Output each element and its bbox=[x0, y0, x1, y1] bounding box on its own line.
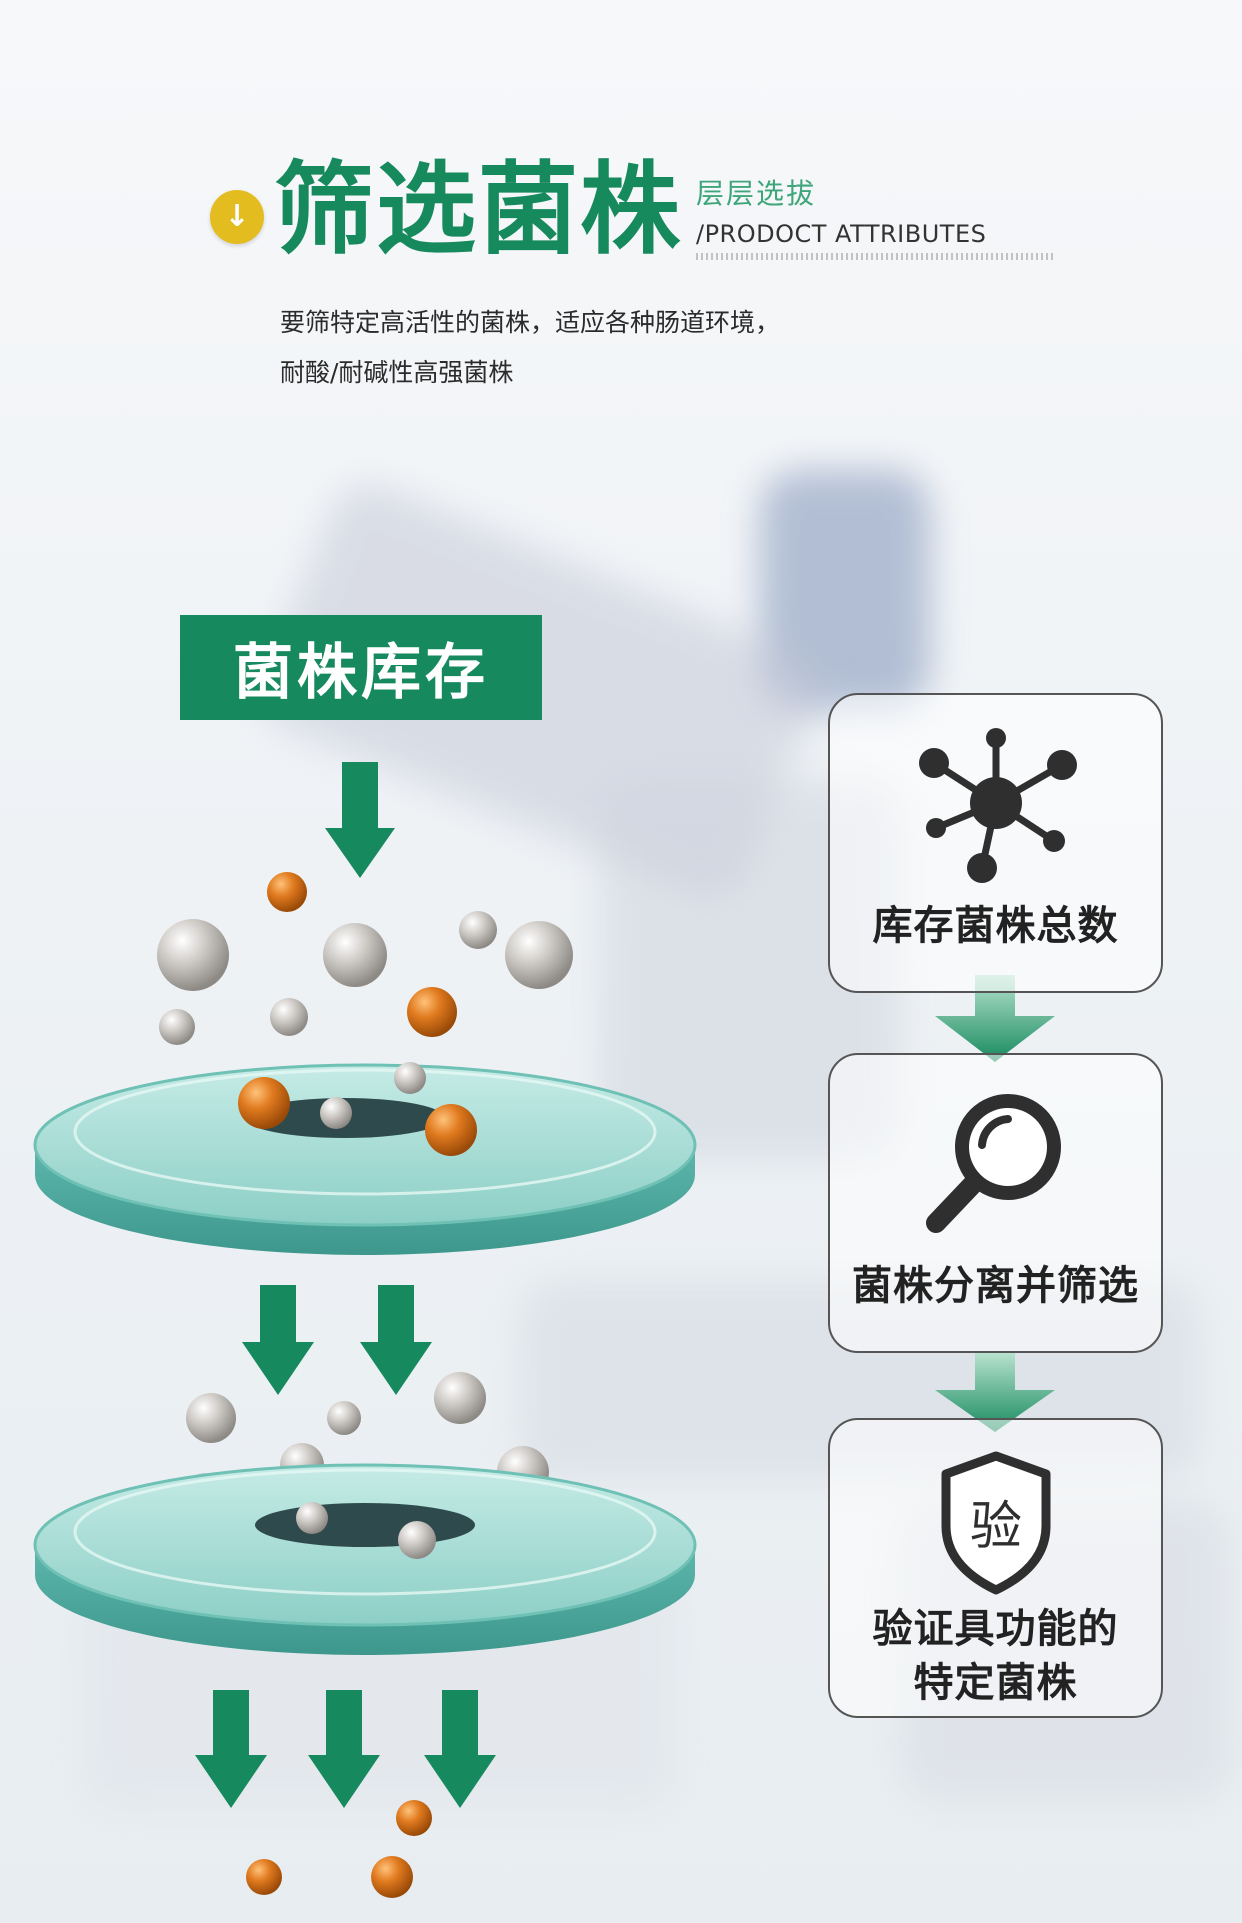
strain-ball bbox=[159, 1009, 195, 1045]
card-label-total: 库存菌株总数 bbox=[872, 903, 1119, 949]
page-title: 筛选菌株 bbox=[274, 151, 682, 268]
strain-ball bbox=[186, 1393, 236, 1443]
strain-ball bbox=[296, 1502, 328, 1534]
subtitle-en: /PRODOCT ATTRIBUTES bbox=[696, 220, 987, 248]
strain-ball bbox=[323, 923, 387, 987]
arrow-down-triple bbox=[195, 1690, 496, 1808]
card-arrow-1 bbox=[935, 975, 1055, 1062]
strain-ball bbox=[246, 1859, 282, 1895]
strain-ball bbox=[327, 1401, 361, 1435]
card-arrow-2 bbox=[935, 1352, 1055, 1432]
petri-dish-1 bbox=[33, 1063, 697, 1255]
strain-ball bbox=[238, 1077, 290, 1129]
strain-ball bbox=[320, 1097, 352, 1129]
strain-ball bbox=[396, 1800, 432, 1836]
arrow-down-1 bbox=[325, 762, 395, 878]
strain-ball bbox=[407, 987, 457, 1037]
card-isolate-screen: 菌株分离并筛选 bbox=[828, 1053, 1163, 1353]
subtitle-cn: 层层选拔 bbox=[696, 177, 817, 210]
strain-ball bbox=[434, 1372, 486, 1424]
section-header: ↓ 筛选菌株 层层选拔 /PRODOCT ATTRIBUTES bbox=[210, 150, 1070, 280]
description-line-1: 要筛特定高活性的菌株，适应各种肠道环境， bbox=[280, 308, 781, 337]
strain-ball bbox=[505, 921, 573, 989]
shield-icon: 验 bbox=[941, 1451, 1050, 1595]
strain-ball bbox=[270, 998, 308, 1036]
strain-ball bbox=[425, 1104, 477, 1156]
description: 要筛特定高活性的菌株，适应各种肠道环境， 耐酸/耐碱性高强菌株 bbox=[280, 298, 980, 398]
network-icon bbox=[918, 728, 1077, 883]
strain-ball bbox=[459, 911, 497, 949]
download-badge-icon: ↓ bbox=[210, 190, 264, 244]
strain-ball bbox=[157, 919, 229, 991]
shield-char: 验 bbox=[969, 1497, 1021, 1557]
description-line-2: 耐酸/耐碱性高强菌株 bbox=[280, 358, 514, 387]
card-verified-strains: 验 验证具功能的 特定菌株 bbox=[828, 1418, 1163, 1718]
card-total-strains: 库存菌株总数 bbox=[828, 693, 1163, 993]
petri-dish-2 bbox=[33, 1463, 697, 1655]
strain-ball bbox=[394, 1062, 426, 1094]
strain-ball bbox=[371, 1856, 413, 1898]
card-label-verified: 验证具功能的 特定菌株 bbox=[872, 1606, 1119, 1706]
stock-label: 菌株库存 bbox=[180, 615, 542, 720]
card-label-isolate: 菌株分离并筛选 bbox=[852, 1263, 1139, 1309]
magnifier-icon bbox=[925, 1094, 1061, 1233]
arrow-down-pair bbox=[242, 1285, 432, 1395]
strain-ball bbox=[398, 1521, 436, 1559]
strain-ball bbox=[267, 872, 307, 912]
decorative-hatch-line bbox=[696, 253, 1056, 260]
